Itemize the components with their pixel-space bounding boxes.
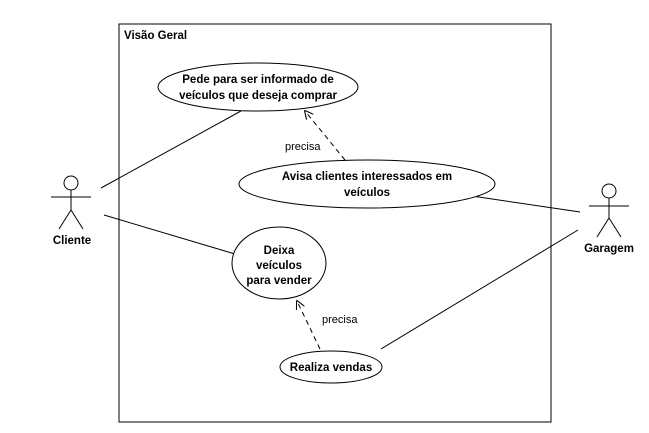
actor-garagem — [589, 183, 629, 238]
use-case-avisa: Avisa clientes interessados em veículos — [238, 159, 496, 209]
svg-text:Avisa clientes interessados em: Avisa clientes interessados em — [282, 171, 452, 183]
actor-cliente-head-icon — [63, 175, 79, 191]
svg-text:veículos que deseja comprar: veículos que deseja comprar — [179, 90, 337, 102]
svg-text:veículos: veículos — [256, 260, 302, 272]
association-garagem-realiza — [380, 229, 579, 350]
use-case-deixa: Deixa veículos para vender — [231, 226, 327, 300]
svg-text:para vender: para vender — [246, 275, 312, 287]
svg-text:Pede para ser informado de: Pede para ser informado de — [182, 74, 333, 86]
association-cliente-informado — [100, 110, 242, 189]
use-case-informado: Pede para ser informado de veículos que … — [157, 62, 359, 112]
actor-garagem-head-icon — [601, 183, 617, 199]
svg-text:Deixa: Deixa — [264, 245, 295, 257]
svg-text:Realiza vendas: Realiza vendas — [290, 362, 372, 374]
association-garagem-avisa — [471, 195, 581, 213]
association-cliente-deixa — [103, 214, 236, 255]
dependency-label-precisa-1: precisa — [285, 141, 321, 153]
use-case-realiza: Realiza vendas — [279, 350, 383, 384]
dependency-label-precisa-2: precisa — [322, 314, 358, 326]
actor-cliente-label: Cliente — [53, 235, 91, 247]
actor-cliente — [51, 175, 91, 230]
dependency-avisa-informado — [305, 111, 346, 161]
system-boundary — [118, 23, 552, 423]
dependency-realiza-deixa — [297, 301, 321, 350]
actor-garagem-label: Garagem — [584, 243, 634, 255]
svg-text:veículos: veículos — [344, 187, 390, 199]
system-boundary-title: Visão Geral — [124, 30, 187, 42]
